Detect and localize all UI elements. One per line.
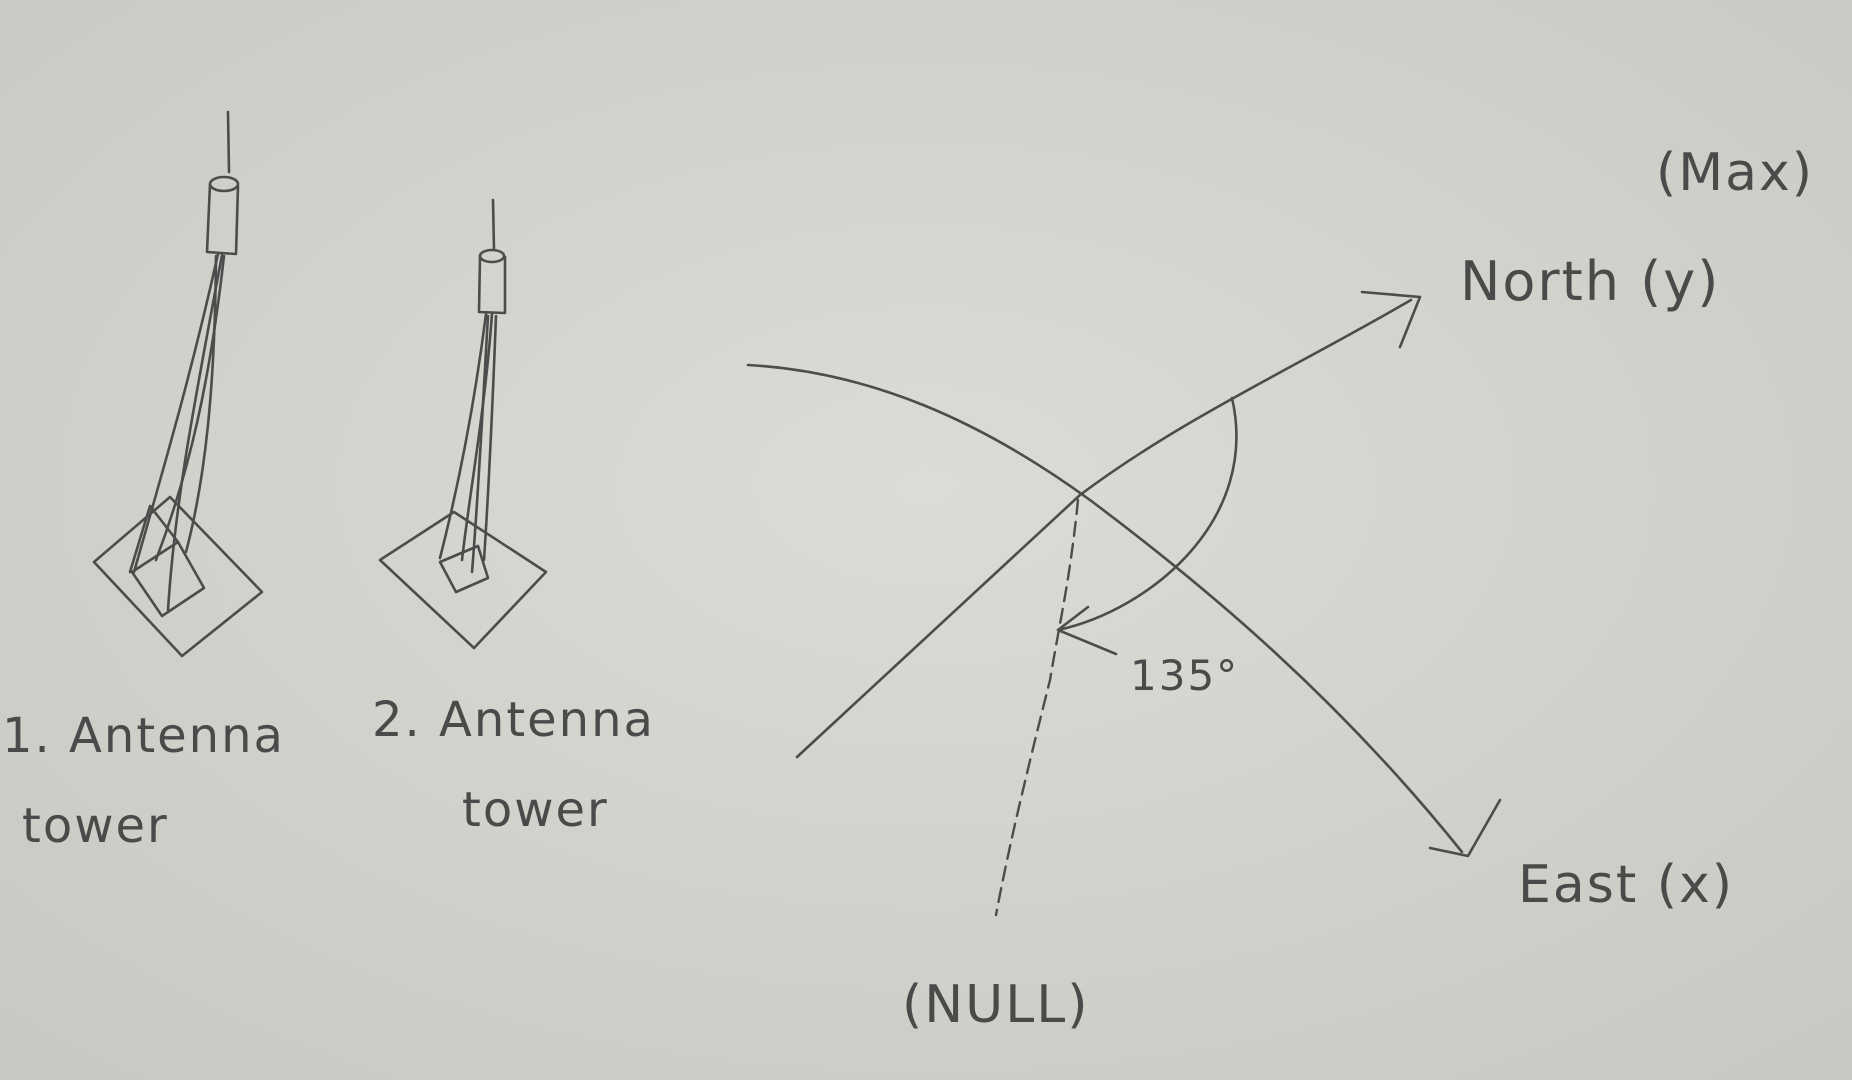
angle-label: 135° <box>1130 651 1239 700</box>
antenna-tower-2 <box>378 198 548 650</box>
rotation-arc <box>1056 396 1238 656</box>
east-axis-label: East (x) <box>1518 855 1734 915</box>
rotation-arc-arrowhead <box>1056 605 1118 656</box>
tower-2-cable-b <box>460 312 494 562</box>
tower-1-cable-d <box>184 254 218 554</box>
tower-2-cylinder <box>477 254 507 315</box>
east-axis-curve <box>746 363 1464 854</box>
null-label: (NULL) <box>902 975 1089 1035</box>
tower-2-outer-base <box>378 510 548 650</box>
tower-2-inner-base <box>438 544 490 594</box>
north-axis-label: North (y) <box>1460 250 1720 313</box>
tower-1-label-line2: tower <box>22 798 169 854</box>
tower-2-mast-tip <box>491 198 496 252</box>
max-label: (Max) <box>1656 143 1814 203</box>
antenna-tower-1 <box>92 110 264 658</box>
tower-2-cable-c <box>470 314 490 574</box>
tower-2-label-line1: 2. Antenna <box>372 692 655 748</box>
rotation-arc-curve <box>1056 396 1238 632</box>
north-arrowhead <box>1360 290 1422 349</box>
tower-1-label-line1: 1. Antenna <box>2 708 285 764</box>
tower-1-inner-base <box>130 540 206 618</box>
coordinate-axes <box>746 290 1502 858</box>
tower-1-cable-b <box>154 254 226 562</box>
tower-1-mast-tip <box>226 110 231 174</box>
tower-1-inner-base-2 <box>128 504 180 574</box>
tower-1-cable-c <box>166 253 224 612</box>
tower-1-cylinder <box>205 182 240 256</box>
tower-2-cable-d <box>482 314 498 562</box>
tower-1-outer-base <box>92 495 264 658</box>
north-axis-line <box>795 298 1413 759</box>
tower-1-cable-a <box>132 252 220 574</box>
east-arrowhead <box>1428 798 1502 858</box>
tower-2-cable-a <box>438 312 488 560</box>
tower-2-label-line2: tower <box>462 782 609 838</box>
null-direction-dashed-line <box>994 498 1080 917</box>
